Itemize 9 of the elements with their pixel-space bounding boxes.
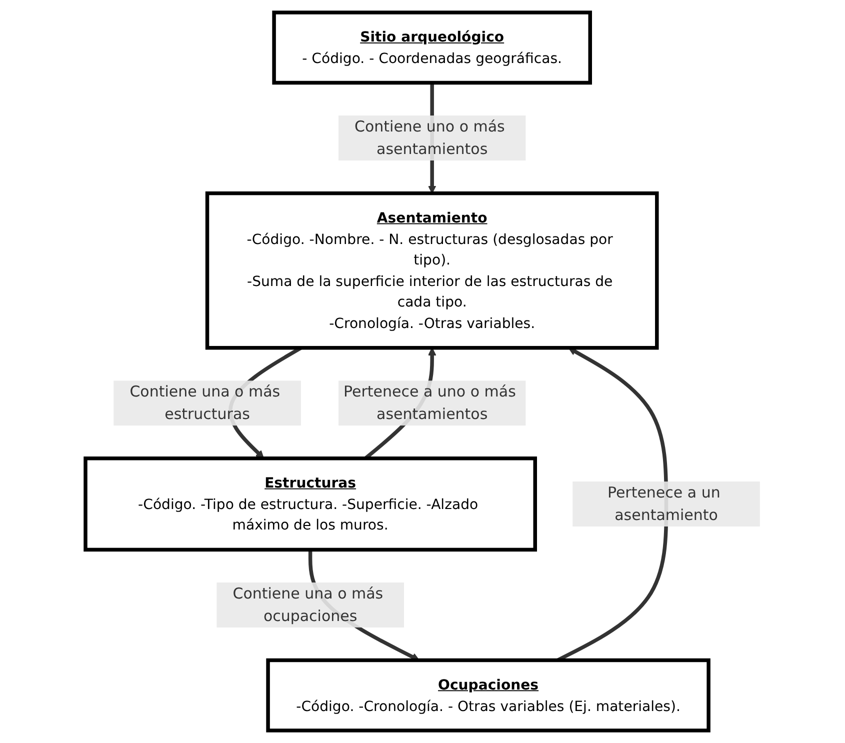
edge-label: Pertenece a un asentamiento — [607, 483, 720, 524]
node-box: Asentamiento -Código. -Nombre. - N. estructuras (desglosadas por tipo). -Suma de la superficie interior de las estructuras de cada tipo. -Cronología. -Otras variables. — [205, 191, 659, 350]
node-box: Ocupaciones -Código. -Cronología. - Otras variables (Ej. materiales). — [266, 658, 710, 732]
edge-label: Contiene una o más estructuras — [129, 382, 280, 423]
edge-label: Pertenece a uno o más asentamientos — [343, 382, 516, 423]
node-box: Estructuras -Código. -Tipo de estructura. -Superficie. -Alzado máximo de los muros. — [83, 456, 537, 552]
node-box: Sitio arqueológico - Código. - Coordenadas geográficas. — [272, 10, 592, 85]
edge-label: Contiene uno o más asentamientos — [354, 117, 505, 158]
edge-label: Contiene una o más ocupaciones — [232, 584, 383, 625]
